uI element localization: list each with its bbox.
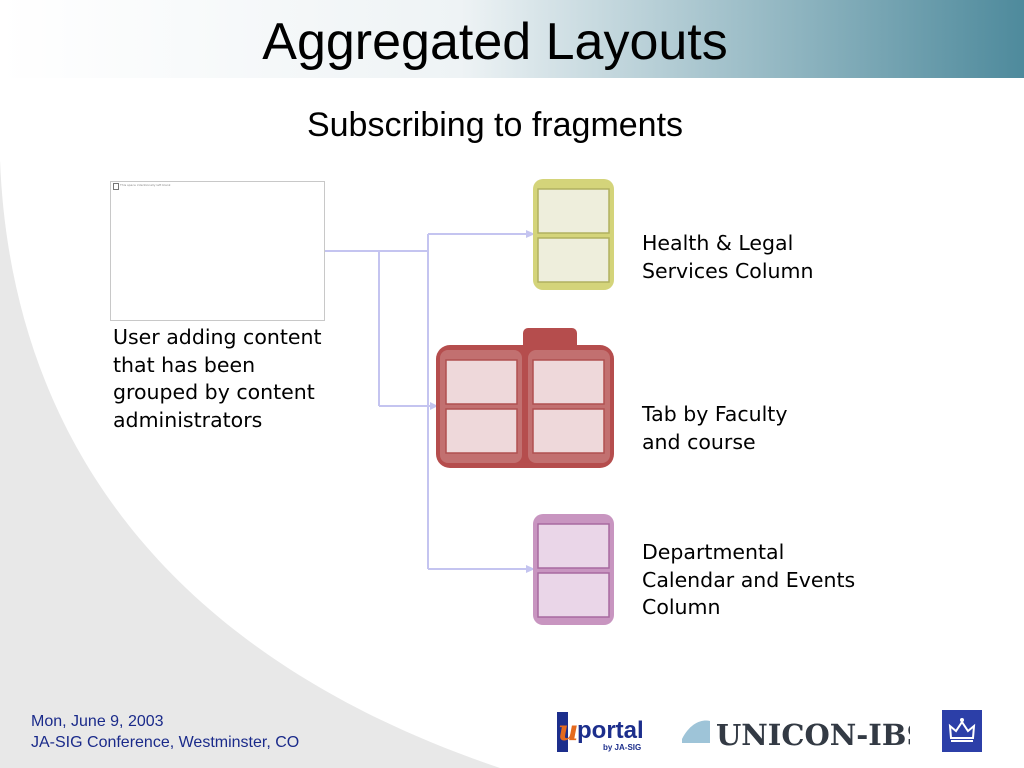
uportal-wordmark: portal — [577, 717, 643, 744]
footer-event: JA-SIG Conference, Westminster, CO — [31, 734, 300, 751]
faculty-tab-label: Tab by Faculty and course — [642, 402, 788, 454]
unicon-wordmark: UNICON-IBS — [716, 718, 910, 752]
corner-swoosh — [0, 160, 500, 768]
arrowhead-health — [526, 230, 535, 238]
title-bar — [0, 0, 1024, 78]
arrowhead-tab — [430, 402, 438, 410]
health-legal-column-shape — [533, 179, 614, 290]
thumbnail-caption: This space intentionally left blank — [120, 183, 171, 187]
footer-date: Mon, June 9, 2003 — [31, 713, 164, 730]
user-layout-thumbnail: This space intentionally left blank — [110, 181, 325, 321]
footer: Mon, June 9, 2003 JA-SIG Conference, Wes… — [31, 711, 299, 753]
connectors — [325, 233, 528, 570]
slide-title: Aggregated Layouts — [262, 13, 728, 71]
arrowhead-department — [526, 565, 535, 573]
faculty-tab-shape — [436, 328, 614, 468]
crown-icon — [948, 718, 976, 742]
uportal-prefix: u — [558, 714, 578, 747]
uportal-by: by JA-SIG — [603, 743, 641, 752]
slide-subtitle: Subscribing to fragments — [306, 106, 684, 144]
department-calendar-column-shape — [533, 514, 614, 625]
unicon-logo: UNICON-IBS — [682, 718, 910, 752]
crown-logo — [942, 710, 982, 752]
department-calendar-label: Departmental Calendar and Events Column — [642, 540, 856, 619]
document-icon — [113, 183, 119, 190]
health-legal-label: Health & Legal Services Column — [642, 231, 814, 283]
uportal-logo: u portal by JA-SIG — [555, 710, 643, 754]
unicon-swoosh-icon — [682, 720, 710, 743]
user-description-label: User adding content that has been groupe… — [113, 325, 322, 432]
